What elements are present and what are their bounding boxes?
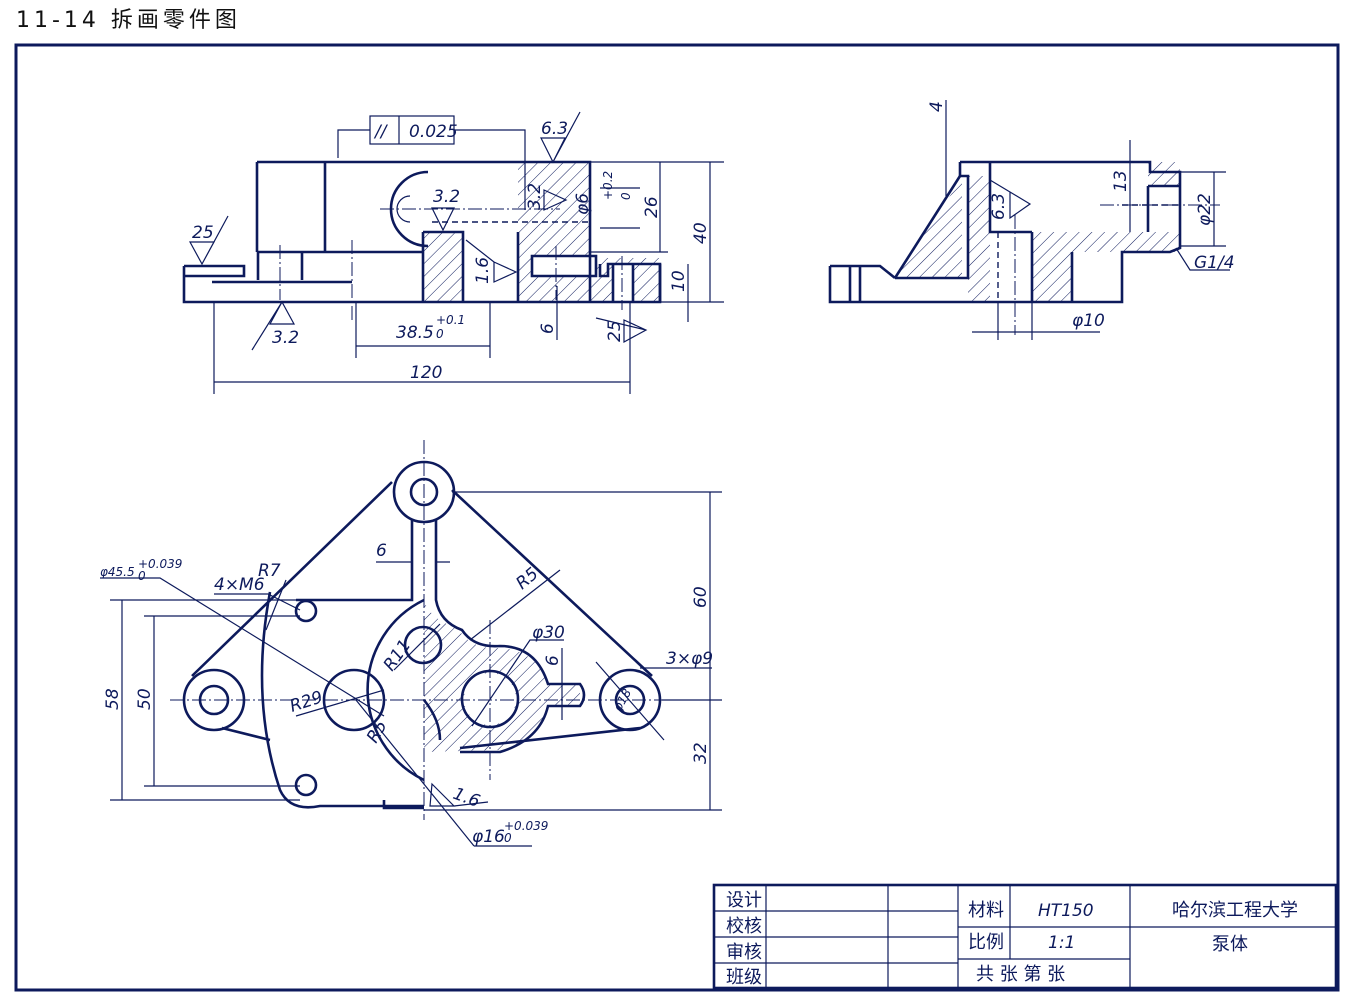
roughness-25-top: 25 (192, 223, 214, 243)
roughness-3.2-bore: 3.2 (525, 183, 545, 210)
top-dim-phi30: φ30 (532, 623, 565, 643)
dim-38.5-tol-upper: +0.1 (436, 313, 465, 327)
title-block: 设计 校核 审核 班级 材料 HT150 比例 1:1 共 张 第 张 哈尔滨工… (712, 883, 1338, 990)
dim-26: 26 (642, 196, 662, 218)
flatness-value: 0.025 (409, 122, 458, 142)
dim-38.5-tol-lower: 0 (436, 327, 444, 341)
roughness-1.6: 1.6 (473, 257, 493, 284)
top-dim-32: 32 (691, 742, 711, 764)
roughness-6.3: 6.3 (541, 119, 568, 139)
top-holes-3xphi9: 3×φ9 (666, 649, 713, 669)
top-radius-r7: R7 (258, 561, 281, 581)
roughness-3.2-base: 3.2 (272, 328, 299, 348)
dim-120: 120 (410, 363, 442, 383)
label-scale: 比例 (968, 932, 1004, 953)
top-radius-r5-inner: R5 (363, 717, 392, 747)
bore-dimension: φ6 (573, 193, 593, 215)
dim-40: 40 (691, 222, 711, 244)
top-dim-phi45.5: φ45.5 (100, 565, 135, 579)
roughness-25-bottom: 25 (605, 320, 625, 342)
side-roughness-6.3: 6.3 (989, 193, 1009, 220)
side-thread: G1/4 (1194, 253, 1235, 273)
top-thread-4xM6: 4×M6 (214, 575, 265, 595)
side-dim-phi10: φ10 (1072, 311, 1105, 331)
top-roughness-1.6: 1.6 (450, 784, 482, 812)
front-view: // 0.025 6.3 3.2 3.2 25 3.2 1.6 25 φ6 +0… (182, 111, 724, 394)
label-class: 班级 (726, 967, 762, 988)
dim-38.5: 38.5 (396, 323, 434, 343)
top-radius-r29: R29 (287, 687, 325, 716)
bore-tolerance-upper: +0.2 (601, 171, 615, 200)
label-check: 校核 (726, 916, 762, 937)
roughness-3.2-hole: 3.2 (433, 187, 460, 207)
part-name: 泵体 (1212, 934, 1248, 955)
label-review: 审核 (726, 942, 762, 963)
page-title: 11-14 拆画零件图 (16, 8, 241, 33)
bore-tolerance-lower: 0 (619, 192, 633, 200)
school-name: 哈尔滨工程大学 (1172, 900, 1298, 921)
sheet-count: 共 张 第 张 (976, 964, 1065, 985)
top-dim-50: 50 (135, 688, 155, 710)
top-phi45.5-tol-upper: +0.039 (138, 557, 182, 571)
material-value: HT150 (1038, 901, 1094, 921)
flatness-symbol: // (373, 122, 389, 142)
scale-value: 1:1 (1048, 933, 1075, 953)
label-design: 设计 (726, 890, 762, 911)
sheet-border (14, 43, 1340, 992)
top-phi16-tol-upper: +0.039 (504, 819, 548, 833)
top-dim-6-slot: 6 (543, 655, 563, 666)
top-phi16-tol-lower: 0 (504, 831, 512, 845)
top-dim-6-rib: 6 (376, 541, 387, 561)
top-view: 60 32 58 50 6 R5 φ45.5 +0.039 0 4×M6 R7 … (100, 440, 722, 847)
label-material: 材料 (968, 900, 1004, 921)
side-view: 4 13 6.3 φ22 G1/4 φ10 (828, 100, 1235, 340)
side-dim-13: 13 (1111, 170, 1131, 192)
top-dim-phi16: φ16 (472, 827, 505, 847)
side-dim-4: 4 (927, 101, 947, 112)
top-phi45.5-tol-lower: 0 (138, 569, 146, 583)
dim-6: 6 (538, 323, 558, 334)
top-dim-58: 58 (103, 688, 123, 710)
top-dim-60: 60 (691, 586, 711, 608)
dim-10: 10 (669, 270, 689, 292)
side-dim-phi22: φ22 (1195, 193, 1215, 226)
